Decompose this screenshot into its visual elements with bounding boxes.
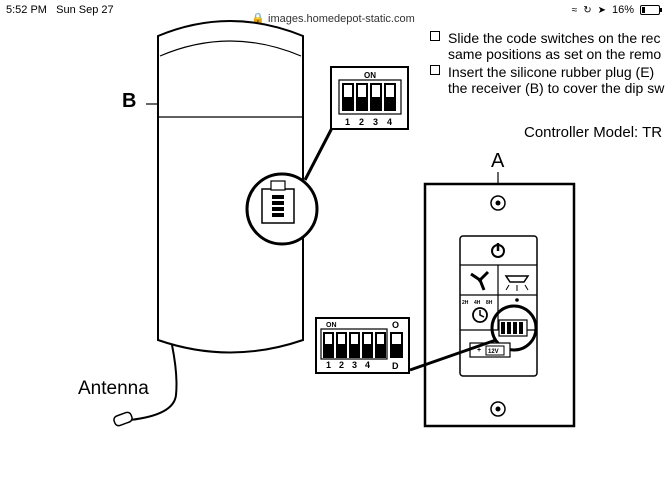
instruction-1-line1: Slide the code switches on the rec	[448, 30, 661, 46]
receiver-b	[157, 20, 304, 354]
light-icon[interactable]	[504, 275, 530, 291]
power-icon[interactable]	[491, 243, 505, 258]
antenna-tip	[113, 411, 133, 427]
status-icons: ≈ ↻ ➤ 16%	[571, 4, 662, 16]
status-time-date: 5:52 PM Sun Sep 27	[6, 4, 114, 16]
svg-text:+: +	[477, 347, 481, 354]
dip-top-on-label: ON	[364, 71, 376, 80]
dip-switch-top	[330, 66, 409, 130]
plate-dip-zoom	[490, 304, 538, 352]
controller-model: Controller Model: TR	[524, 124, 663, 141]
battery-icon	[640, 5, 662, 15]
antenna-wire	[129, 344, 178, 421]
dip-bottom-num-3: 3	[352, 360, 357, 370]
dip-bottom-num-4: 4	[365, 360, 370, 370]
status-time: 5:52 PM	[6, 4, 47, 16]
timer-4h[interactable]: 4H	[474, 300, 481, 306]
label-a: A	[491, 150, 505, 172]
orientation-lock-icon: ↻	[583, 4, 592, 16]
dip-top-num-3: 3	[373, 117, 378, 127]
dip-top-num-1: 1	[345, 117, 350, 127]
dip-bottom-d-label: D	[392, 361, 399, 371]
wifi-icon: ≈	[571, 4, 578, 16]
instruction-item-2: Insert the silicone rubber plug (E) the …	[430, 64, 664, 96]
url-bar[interactable]: 🔒 images.homedepot-static.com	[0, 12, 666, 25]
instruction-1-line2: same positions as set on the remo	[448, 46, 662, 62]
checkbox-icon	[430, 31, 440, 41]
timer-8h[interactable]: 8H	[486, 300, 493, 306]
checkbox-icon	[430, 65, 440, 75]
timer-2h[interactable]: 2H	[462, 300, 469, 306]
location-icon: ➤	[597, 4, 606, 16]
dip-top-num-4: 4	[387, 117, 392, 127]
dip-bottom-num-1: 1	[326, 360, 331, 370]
receiver-dip-zoom	[245, 172, 319, 246]
url-text[interactable]: images.homedepot-static.com	[268, 13, 415, 25]
dip-bottom-num-2: 2	[339, 360, 344, 370]
dip-switch-bottom	[315, 317, 410, 374]
dip-top-num-2: 2	[359, 117, 364, 127]
wall-plate-a	[423, 182, 576, 428]
instruction-2-line2: the receiver (B) to cover the dip sw	[448, 80, 665, 96]
instruction-item-1: Slide the code switches on the rec same …	[430, 30, 661, 62]
status-bar: 5:52 PM Sun Sep 27 🔒 images.homedepot-st…	[0, 0, 666, 26]
instruction-2-line1: Insert the silicone rubber plug (E)	[448, 64, 655, 80]
dip-bottom-on-label: ON	[326, 322, 337, 329]
battery-voltage: 12V	[488, 349, 499, 355]
dip-bottom-o-label: O	[392, 320, 399, 330]
battery-percent: 16%	[611, 4, 634, 16]
label-b: B	[122, 90, 136, 112]
timer-icon[interactable]	[472, 307, 488, 323]
status-date: Sun Sep 27	[56, 4, 114, 16]
label-antenna: Antenna	[78, 378, 149, 399]
fan-icon[interactable]	[470, 270, 490, 291]
